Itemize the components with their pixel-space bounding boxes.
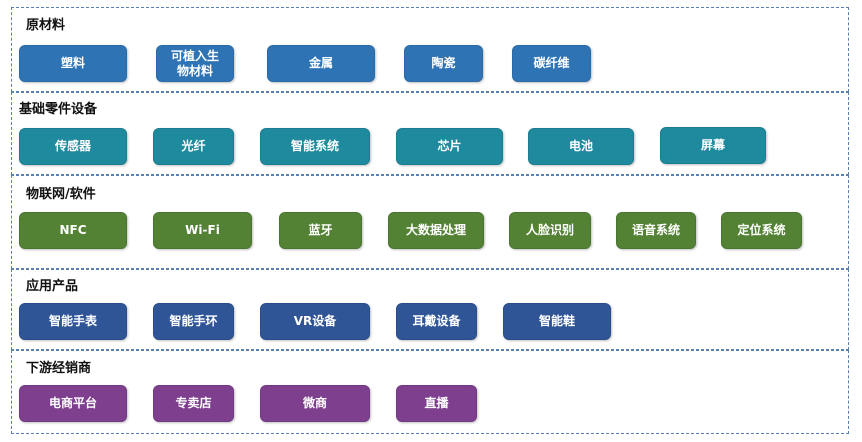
node-positioning-system: 定位系统 (721, 212, 802, 249)
node-sensor: 传感器 (19, 128, 127, 165)
section-downstream-distributors (11, 350, 849, 434)
section-application-products (11, 269, 849, 350)
node-screen: 屏幕 (660, 127, 766, 164)
node-wechat-business: 微商 (260, 385, 370, 422)
node-battery: 电池 (528, 128, 634, 165)
node-face-recognition: 人脸识别 (509, 212, 591, 249)
section-title-raw-materials: 原材料 (26, 18, 66, 33)
node-smart-watch: 智能手表 (19, 303, 127, 340)
section-title-iot-software: 物联网/软件 (26, 187, 96, 202)
section-title-basic-components: 基础零件设备 (19, 102, 98, 117)
node-plastic: 塑料 (19, 45, 127, 82)
node-earwear-device: 耳戴设备 (396, 303, 477, 340)
node-smart-shoes: 智能鞋 (503, 303, 611, 340)
node-voice-system: 语音系统 (616, 212, 696, 249)
node-vr-device: VR设备 (260, 303, 370, 340)
section-basic-components (11, 92, 849, 175)
section-title-application-products: 应用产品 (26, 279, 79, 294)
node-carbon-fiber: 碳纤维 (512, 45, 591, 82)
section-raw-materials (11, 7, 849, 92)
node-implantable-biomaterial: 可植入生物材料 (156, 45, 234, 82)
section-iot-software (11, 175, 849, 269)
node-smart-system: 智能系统 (260, 128, 370, 165)
node-ceramic: 陶瓷 (404, 45, 483, 82)
node-ecommerce-platform: 电商平台 (19, 385, 127, 422)
node-live-streaming: 直播 (396, 385, 477, 422)
section-title-downstream-distributors: 下游经销商 (26, 361, 92, 376)
node-chip: 芯片 (396, 128, 503, 165)
node-specialty-store: 专卖店 (153, 385, 234, 422)
node-bluetooth: 蓝牙 (279, 212, 362, 249)
node-metal: 金属 (267, 45, 375, 82)
node-smart-band: 智能手环 (153, 303, 234, 340)
node-nfc: NFC (19, 212, 127, 249)
node-big-data: 大数据处理 (388, 212, 484, 249)
node-optical-fiber: 光纤 (153, 128, 234, 165)
node-wifi: Wi-Fi (153, 212, 252, 249)
